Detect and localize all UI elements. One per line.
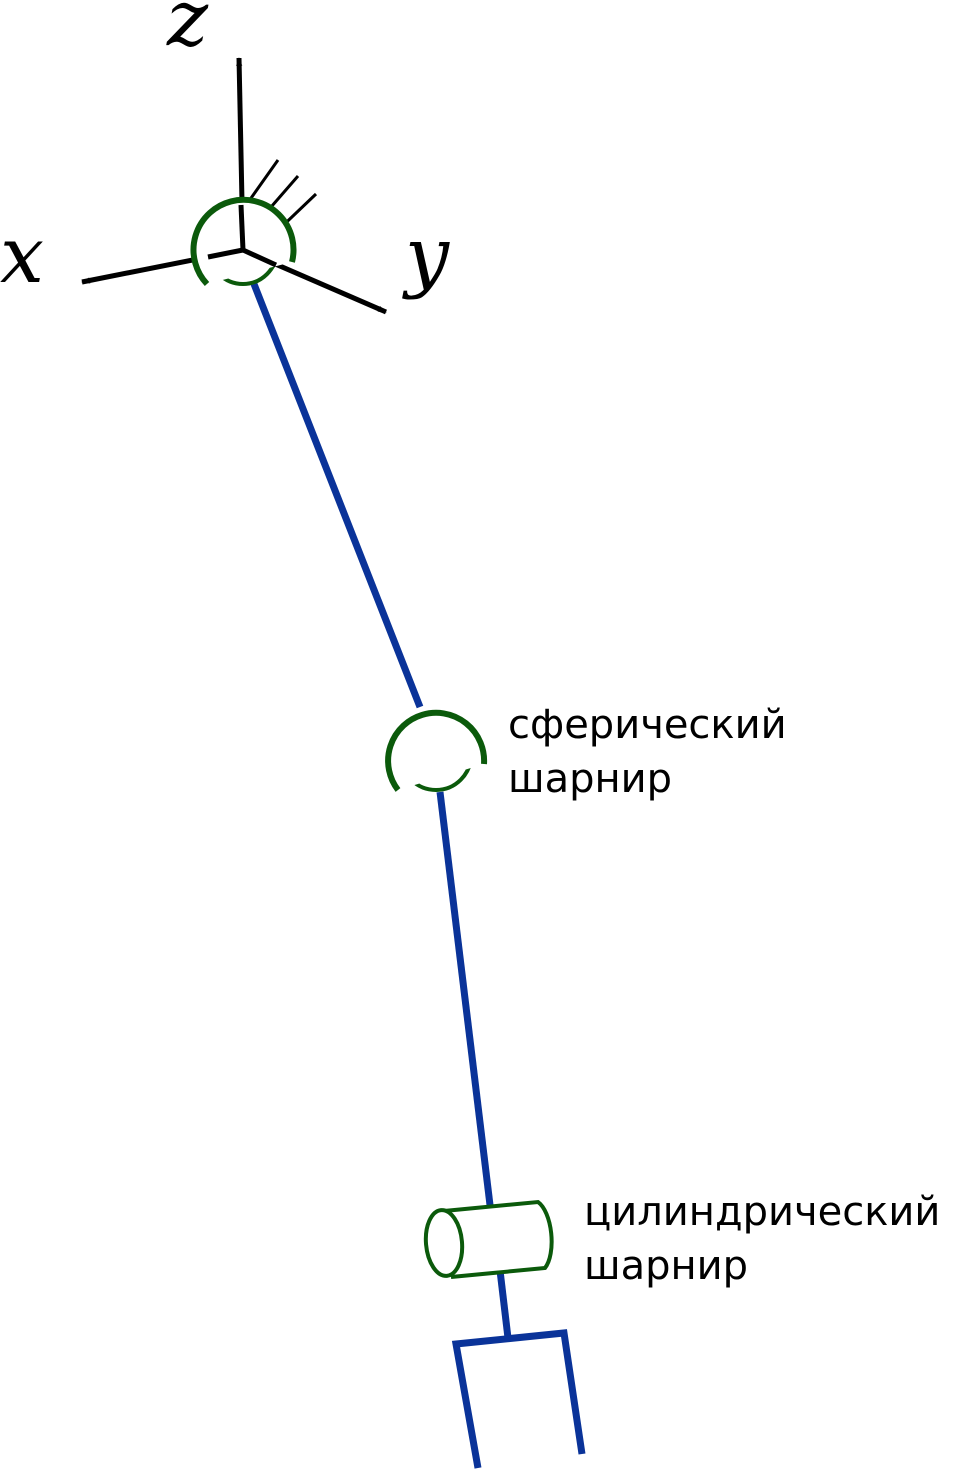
spherical-joint	[385, 709, 488, 792]
z-axis-label: z	[166, 0, 209, 64]
spherical-joint-label-line2: шарнир	[508, 756, 672, 802]
x-axis-label: x	[0, 211, 44, 301]
axis-origin	[207, 204, 278, 268]
cylindrical-joint-label-line1: цилиндрический	[584, 1189, 940, 1235]
spherical-joint-label-line1: сферический	[508, 702, 787, 748]
link-middle	[436, 791, 494, 1206]
cylindrical-joint	[423, 1199, 554, 1279]
link-lower	[495, 1261, 512, 1339]
link-upper	[250, 282, 424, 709]
cylindrical-joint-label-line2: шарнир	[584, 1243, 748, 1289]
y-axis-label: y	[402, 211, 450, 301]
gripper	[451, 1329, 586, 1469]
